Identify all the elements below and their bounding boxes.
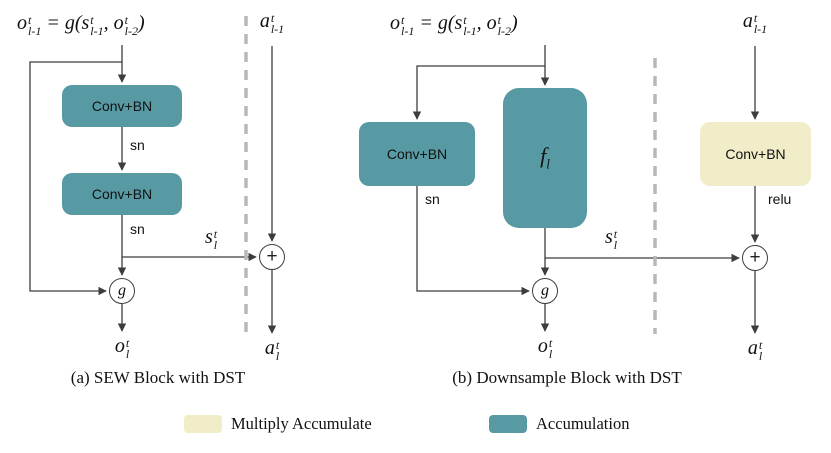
arrow-b-conv-to-g	[416, 186, 530, 296]
panel-a-sn-label-1: sn	[130, 137, 145, 153]
panel-b-g-node: g	[532, 278, 558, 304]
legend-swatch-accumulation	[489, 415, 527, 433]
g-label: g	[118, 282, 126, 299]
plus-icon: +	[266, 245, 278, 267]
panel-a-accumulate-node: +	[259, 244, 285, 270]
arrow-b-branch-to-conv	[412, 65, 545, 120]
panel-a-caption: (a) SEW Block with DST	[70, 368, 246, 387]
panel-a-sn-label-2: sn	[130, 221, 145, 237]
legend-swatch-multiply-accumulate	[184, 415, 222, 433]
legend-label-multiply-accumulate: Multiply Accumulate	[231, 414, 372, 433]
panel-b-caption: (b) Downsample Block with DST	[452, 368, 682, 387]
plus-icon: +	[749, 246, 761, 268]
g-label: g	[541, 282, 549, 299]
panel-b-conv-bn: Conv+BN	[359, 122, 475, 186]
conv-bn-label: Conv+BN	[91, 186, 153, 202]
wire-a-skip-connection	[29, 61, 122, 296]
panel-b-f-block: fl	[503, 88, 587, 228]
panel-a-g-node: g	[109, 278, 135, 304]
panel-b-accumulate-node: +	[742, 245, 768, 271]
f-label: fl	[540, 143, 550, 172]
conv-bn-label: Conv+BN	[386, 146, 448, 162]
panel-b-conv-bn-relu: Conv+BN	[700, 122, 811, 186]
panel-b-sn-label: sn	[425, 191, 440, 207]
panel-b-relu-label: relu	[768, 191, 792, 207]
panel-a-conv-bn-2: Conv+BN	[62, 173, 182, 215]
panel-b-wires	[412, 45, 760, 334]
panel-a-conv-bn-1: Conv+BN	[62, 85, 182, 127]
conv-bn-label: Conv+BN	[725, 146, 786, 162]
panel-a-wires	[29, 16, 277, 334]
legend-label-accumulation: Accumulation	[536, 414, 630, 433]
conv-bn-label: Conv+BN	[91, 98, 153, 114]
